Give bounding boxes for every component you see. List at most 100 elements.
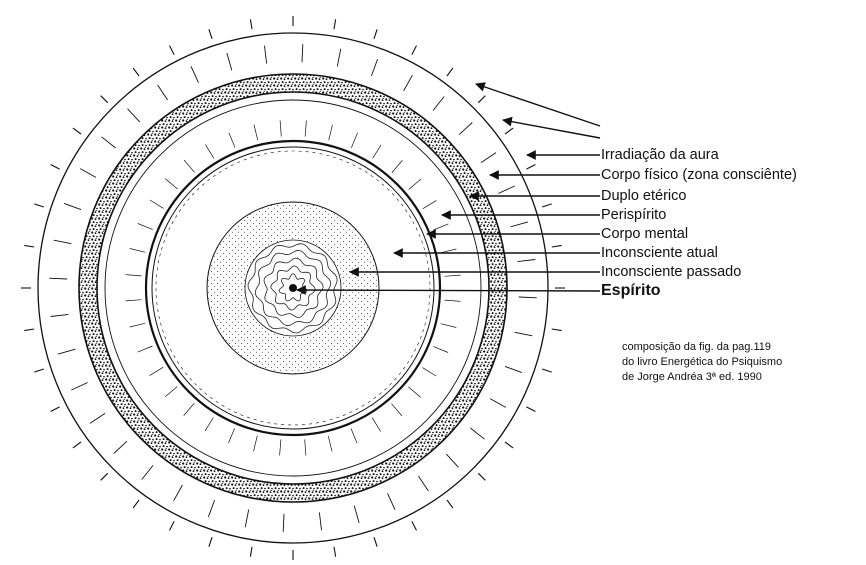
aura-ray	[408, 387, 420, 397]
aura-ray	[404, 75, 413, 91]
aura-ray	[49, 278, 67, 279]
aura-ray	[73, 128, 81, 134]
aura-ray	[51, 407, 60, 412]
aura-ray	[418, 476, 428, 491]
aura-ray	[126, 300, 142, 301]
aura-ray	[445, 275, 461, 276]
aura-ray	[71, 383, 87, 391]
aura-ray	[133, 68, 139, 76]
aura-ray	[205, 418, 213, 432]
aura-ray	[392, 160, 402, 172]
aura-ray	[138, 224, 153, 230]
aura-ray	[130, 249, 146, 253]
aura-ray	[371, 59, 377, 76]
aura-ray	[505, 128, 513, 134]
aura-ray	[209, 29, 212, 39]
label-mental-body: Corpo mental	[601, 225, 688, 243]
aura-ray	[128, 109, 140, 122]
aura-ray	[328, 436, 332, 452]
aura-ray	[481, 153, 496, 163]
aura-ray	[283, 514, 284, 532]
aura-ray	[184, 160, 194, 172]
aura-ray	[305, 121, 306, 137]
spirit-core	[289, 284, 297, 292]
caption-line-2: do livro Energética do Psiquismo	[622, 355, 782, 369]
aura-ray	[447, 68, 453, 76]
aura-ray	[478, 96, 485, 103]
aura-ray	[305, 440, 306, 456]
aura-ray	[130, 323, 146, 327]
aura-ray	[354, 506, 359, 523]
label-past-unconscious: Inconsciente passado	[601, 263, 741, 281]
aura-ray	[470, 428, 484, 439]
aura-ray	[337, 49, 341, 67]
aura-ray	[280, 121, 281, 137]
aura-ray	[441, 324, 457, 328]
label-spirit: Espírito	[601, 282, 661, 300]
aura-ray	[191, 66, 199, 82]
aura-ray	[542, 369, 552, 372]
aura-ray	[334, 19, 336, 29]
aura-ray	[101, 473, 108, 480]
aura-ray	[80, 169, 96, 178]
aura-ray	[114, 441, 127, 453]
aura-ray	[34, 204, 44, 207]
aura-ray	[126, 275, 142, 276]
aura-ray	[250, 547, 252, 557]
aura-ray	[51, 165, 60, 170]
aura-ray	[58, 349, 75, 354]
label-physical-body: Corpo físico (zona consciênte)	[601, 166, 797, 184]
aura-ray	[526, 407, 535, 412]
aura-ray	[254, 436, 258, 452]
caption-line-1: composição da fig. da pag.119	[622, 340, 771, 354]
aura-ray	[445, 300, 461, 301]
aura-ray	[227, 53, 232, 70]
aura-ray	[254, 125, 258, 141]
aura-ray	[373, 145, 381, 159]
aura-ray	[351, 133, 357, 148]
aura-ray	[73, 442, 81, 448]
aura-ray	[490, 399, 506, 408]
aura-ray	[552, 245, 562, 247]
aura-ray	[302, 44, 303, 62]
aura-ray	[423, 368, 437, 376]
aura-ray	[170, 46, 175, 55]
aura-ray	[446, 454, 458, 467]
aura-ray	[34, 369, 44, 372]
aura-ray	[170, 521, 175, 530]
aura-ray	[515, 332, 533, 336]
aura-ray	[24, 245, 34, 247]
aura-ray	[329, 125, 333, 141]
label-perispirit: Perispírito	[601, 206, 666, 224]
aura-ray	[165, 387, 177, 397]
aura-ray	[90, 413, 105, 423]
aura-ray	[412, 46, 417, 55]
aura-ray	[64, 203, 81, 209]
aura-ray	[542, 204, 552, 207]
aura-ray	[250, 19, 252, 29]
aura-ray	[441, 249, 457, 253]
aura-ray	[24, 329, 34, 331]
aura-ray	[505, 366, 522, 372]
aura-ray	[158, 85, 168, 100]
pointer-aura-1	[476, 84, 600, 126]
aura-ray	[552, 329, 562, 331]
aura-ray	[392, 404, 402, 416]
aura-ray	[133, 500, 139, 508]
aura-ray	[265, 46, 267, 64]
aura-ray	[102, 137, 116, 148]
aura-ray	[351, 429, 357, 444]
aura-ray	[54, 240, 72, 244]
label-etheric-double: Duplo etérico	[601, 187, 686, 205]
aura-ray	[372, 418, 380, 432]
aura-ray	[150, 200, 164, 208]
aura-ray	[208, 500, 214, 517]
aura-ray	[388, 493, 396, 509]
aura-ray	[184, 403, 194, 415]
label-current-unconscious: Inconsciente atual	[601, 244, 718, 262]
aura-ray	[433, 346, 448, 352]
aura-ray	[374, 537, 377, 547]
label-aura-radiation: Irradiação da aura	[601, 146, 719, 164]
aura-ray	[205, 145, 213, 159]
